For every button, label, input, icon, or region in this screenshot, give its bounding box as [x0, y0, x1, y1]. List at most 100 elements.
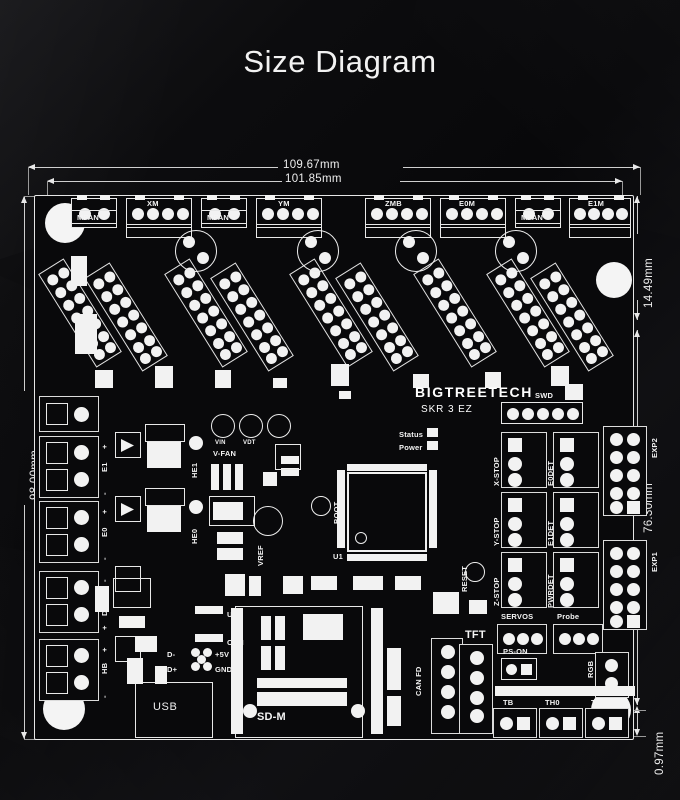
header-label-exp1: EXP1: [650, 552, 659, 572]
dim-line-top-outer-left: [28, 167, 278, 168]
dim-line-top-inner-right: [400, 181, 622, 182]
reset-button[interactable]: [465, 562, 485, 582]
connector-label-ym: YM: [278, 199, 290, 208]
mcu-pin-bank: [347, 554, 427, 561]
connector-y-stop[interactable]: [501, 492, 547, 548]
dim-arrow: [633, 313, 640, 320]
dim-arrow: [633, 698, 640, 705]
connector-tft[interactable]: [459, 644, 493, 734]
dim-line-right-lower-a: [637, 330, 638, 435]
connector-zmb[interactable]: [365, 195, 431, 228]
silk-label-he0: HE0: [190, 528, 199, 544]
capacitor-outline: [395, 230, 437, 272]
connector-label-z-stop: Z-STOP: [492, 577, 501, 606]
sd-card-slot[interactable]: [235, 606, 363, 738]
pcb-board: MFAN XM MFAN: [34, 195, 659, 740]
dim-arrow: [47, 177, 54, 184]
dim-line-bottom-right: [637, 710, 638, 732]
connector-tb[interactable]: [493, 708, 537, 738]
dim-arrow: [633, 163, 640, 170]
header-exp2[interactable]: [603, 426, 647, 516]
silk-label-power: Power: [399, 443, 423, 452]
silk-label-pson: PS-ON: [503, 647, 528, 656]
usb-connector[interactable]: [135, 682, 213, 738]
connector-e0det[interactable]: [553, 432, 599, 488]
capacitor-pad: [305, 236, 317, 248]
connector-mfan-2-label-box: [201, 210, 247, 224]
silk-label-reset: RESET: [460, 565, 469, 592]
header-label-exp2: EXP2: [650, 438, 659, 458]
connector-e1m-outline: [569, 224, 631, 238]
connector-probe[interactable]: [553, 624, 603, 654]
terminal-label-e0: E0: [100, 527, 109, 537]
connector-label-e0m: E0M: [459, 199, 476, 208]
connector-e1m[interactable]: [569, 195, 631, 228]
capacitor-pad: [183, 236, 195, 248]
silk-label-vdt: VDT: [243, 440, 256, 446]
capacitor-pad: [517, 252, 529, 264]
terminal-block[interactable]: [39, 396, 99, 432]
terminal-block-hb[interactable]: [39, 639, 99, 701]
connector-zmb-outline: [365, 224, 431, 238]
connector-label-servos: SERVOS: [501, 612, 534, 621]
terminal-label-e1: E1: [100, 462, 109, 472]
terminal-block-e1[interactable]: [39, 436, 99, 498]
dim-ext-line: [24, 196, 42, 197]
connector-label-zmb: ZMB: [385, 199, 402, 208]
terminal-polarity-minus-dcin: -: [100, 579, 109, 582]
capacitor-pad: [503, 236, 515, 248]
silk-label-status: Status: [399, 430, 424, 439]
boot-button[interactable]: [311, 496, 331, 516]
terminal-polarity-minus-hb: -: [100, 695, 109, 698]
swd-header[interactable]: [501, 402, 583, 424]
capacitor-pad: [319, 252, 331, 264]
vin-cap: [211, 414, 235, 438]
connector-servos[interactable]: [497, 624, 547, 654]
vdt-cap: [239, 414, 263, 438]
connector-th0[interactable]: [539, 708, 583, 738]
terminal-polarity-plus-e0: +: [100, 509, 109, 514]
connector-pwrdet[interactable]: [553, 552, 599, 608]
terminal-block-e0[interactable]: [39, 501, 99, 563]
connector-label-probe: Probe: [557, 612, 580, 621]
mcu-pin-bank: [429, 470, 437, 548]
capacitor-outline: [297, 230, 339, 272]
connector-ym[interactable]: [256, 195, 322, 228]
connector-e0m[interactable]: [440, 195, 506, 228]
silk-label-vfan: V-FAN: [213, 449, 237, 458]
dim-arrow: [633, 706, 640, 713]
mcu-pin-bank: [347, 464, 427, 471]
dim-label-top-inner: 101.85mm: [285, 173, 342, 185]
connector-label-mfan-1: MFAN: [77, 213, 100, 222]
capacitor-pad: [403, 236, 415, 248]
pson-jumper[interactable]: [501, 658, 537, 680]
connector-xm[interactable]: [126, 195, 192, 228]
silk-label-swd: SWD: [535, 391, 554, 400]
header-exp1[interactable]: [603, 540, 647, 630]
connector-th1[interactable]: [585, 708, 629, 738]
connector-e0m-outline: [440, 224, 506, 238]
dim-label-bottom-right: 0.97mm: [654, 731, 666, 775]
connector-canfd[interactable]: [431, 638, 463, 734]
connector-z-stop[interactable]: [501, 552, 547, 608]
usb-pin-label-dplus: D+: [167, 665, 178, 674]
connector-label-pwrdet: PWRDET: [546, 574, 555, 608]
driver-slot[interactable]: [413, 258, 497, 368]
connector-mfan-3-label-box: [515, 210, 561, 224]
terminal-polarity-plus-e1: +: [100, 444, 109, 449]
connector-label-e1m: E1M: [588, 199, 605, 208]
terminal-block-dcin[interactable]: [39, 571, 99, 633]
dim-ext-line: [47, 181, 48, 203]
capacitor-pad: [197, 252, 209, 264]
dim-label-right-upper: 14.49mm: [643, 257, 655, 308]
electrolytic-cap: [253, 506, 283, 536]
terminal-polarity-minus-e1: -: [100, 492, 109, 495]
usb-pin-label-5v: +5V: [215, 650, 230, 659]
silk-label-boot: BOOT: [332, 501, 341, 524]
dim-ext-line: [640, 167, 641, 195]
connector-label-y-stop: Y-STOP: [492, 517, 501, 546]
capacitor-pad: [417, 252, 429, 264]
power-led: [427, 441, 438, 450]
connector-e1det[interactable]: [553, 492, 599, 548]
connector-x-stop[interactable]: [501, 432, 547, 488]
